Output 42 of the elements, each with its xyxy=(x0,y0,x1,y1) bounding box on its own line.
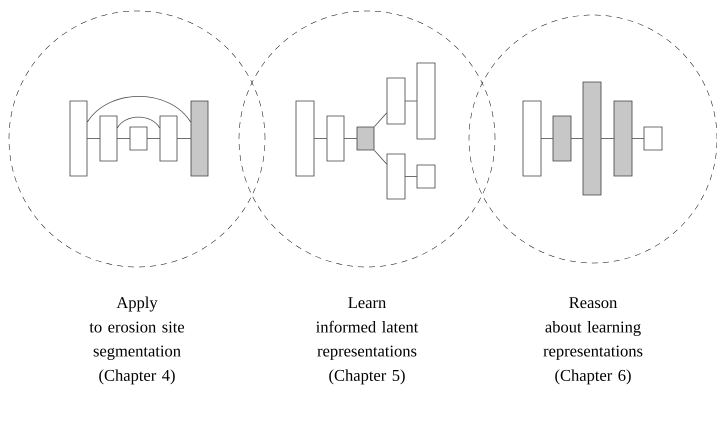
layer-block xyxy=(130,126,148,150)
caption-heading: Learn xyxy=(348,297,386,308)
layer-block xyxy=(296,100,314,176)
layer-block xyxy=(386,78,406,124)
layer-block xyxy=(386,154,406,200)
layer-block xyxy=(326,116,344,162)
layer-block xyxy=(356,126,374,150)
connector-line xyxy=(405,100,417,102)
layer-block xyxy=(644,126,662,150)
connector-line xyxy=(405,176,417,177)
chapter-reference: (Chapter 5) xyxy=(329,369,405,384)
layer-block xyxy=(160,116,178,162)
layer-block xyxy=(70,100,88,176)
connector-line xyxy=(374,150,387,164)
caption-heading: Reason xyxy=(569,297,618,308)
connector-line xyxy=(344,138,357,139)
connector-line xyxy=(177,138,191,139)
connector-line xyxy=(632,138,644,139)
connector-line xyxy=(601,138,614,139)
caption-heading: Apply xyxy=(116,296,158,312)
layer-block xyxy=(416,164,436,188)
caption-text: to erosion site segmentation xyxy=(90,321,184,360)
layer-block xyxy=(416,62,436,140)
layer-block xyxy=(552,116,572,162)
layer-block xyxy=(190,100,208,176)
connector-line xyxy=(87,138,100,139)
caption-text: informed latent representations xyxy=(316,320,418,360)
connector-line xyxy=(571,138,583,139)
connector-arc xyxy=(117,116,160,128)
layer-block xyxy=(582,82,602,196)
layer-block xyxy=(614,100,632,176)
connector-line xyxy=(117,138,130,139)
connector-line xyxy=(314,138,327,139)
caption-text: about learning representations xyxy=(543,320,642,360)
layer-block xyxy=(522,100,542,176)
chapter-reference: (Chapter 6) xyxy=(555,369,631,384)
connector-line xyxy=(147,138,160,139)
chapter-reference: (Chapter 4) xyxy=(99,369,175,384)
connector-arc xyxy=(87,96,191,122)
connector-line xyxy=(541,138,553,139)
layer-block xyxy=(100,116,118,162)
connector-line xyxy=(374,112,387,127)
